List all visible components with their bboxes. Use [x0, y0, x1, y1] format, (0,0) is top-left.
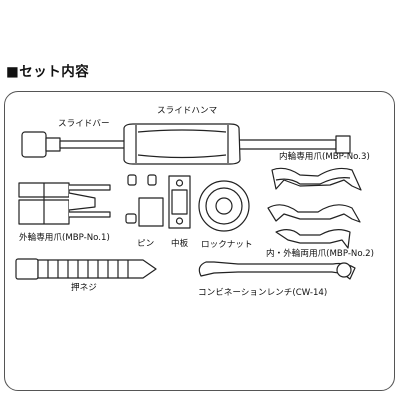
dual-claw-label: 内・外輪両用爪(MBP-No.2) [266, 249, 375, 259]
combo-wrench-label: コンビネーションレンチ(CW-14) [198, 288, 328, 298]
pin-label: ピン [137, 239, 155, 249]
inner-claw-drawing [271, 167, 362, 191]
dual-claw-drawing [267, 204, 361, 249]
section-heading: ■セット内容 [6, 64, 90, 80]
slide-hammer-drawing [123, 123, 241, 165]
outer-claw-drawing [18, 182, 111, 225]
combo-wrench-drawing [198, 261, 356, 280]
outer-claw-label: 外輪専用爪(MBP-No.1) [19, 233, 110, 243]
middle-plate-label: 中板 [171, 239, 189, 249]
lock-nut-drawing [198, 180, 250, 232]
pin-drawing [125, 174, 164, 227]
slide-bar-label: スライドバー [58, 119, 110, 129]
set-contents-panel [4, 91, 395, 391]
lock-nut-label: ロックナット [201, 240, 253, 250]
inner-claw-label: 内輪専用爪(MBP-No.3) [279, 152, 370, 162]
middle-plate-drawing [168, 175, 191, 229]
push-screw-drawing [15, 258, 157, 280]
slide-hammer-label: スライドハンマ [157, 106, 218, 116]
push-screw-label: 押ネジ [71, 283, 97, 293]
